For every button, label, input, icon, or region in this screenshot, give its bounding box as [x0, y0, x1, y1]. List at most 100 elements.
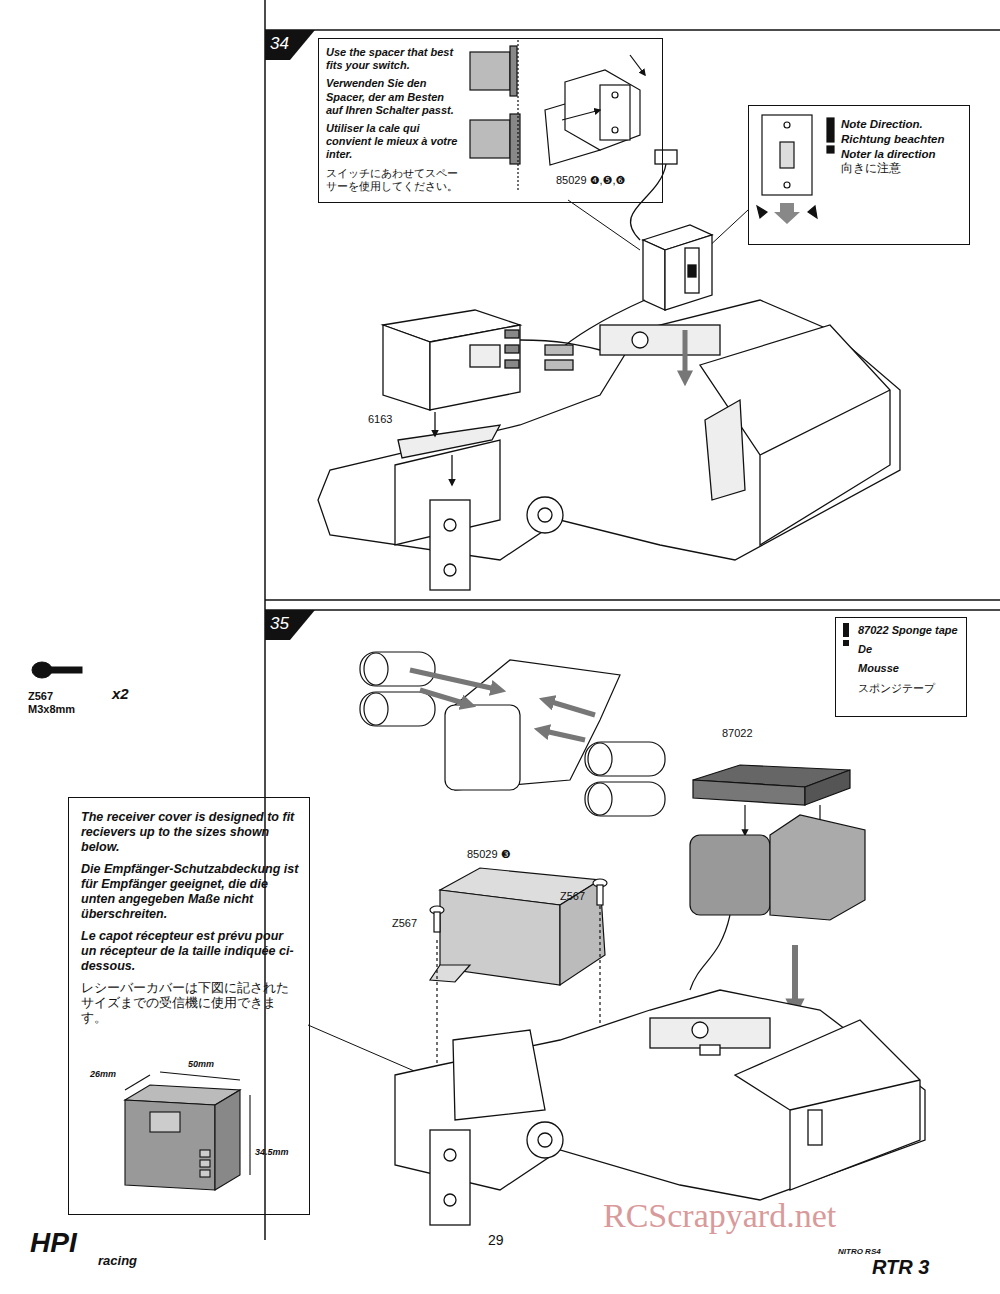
receiver-drawing — [505, 345, 519, 353]
receiver-size-drawing — [200, 1150, 210, 1157]
note-text: レシーバーカバーは下図に記されたサイズまでの受信機に使用できます。 — [81, 981, 299, 1026]
chassis-drawing-35 — [650, 1018, 770, 1048]
chassis-drawing-35 — [538, 1133, 552, 1147]
screw-icon — [32, 662, 52, 678]
receiver-cover-drawing — [434, 912, 440, 932]
receiver-size-drawing — [200, 1170, 210, 1177]
chassis-drawing-35 — [808, 1110, 822, 1145]
spacer-drawing — [600, 85, 630, 140]
page-number: 29 — [488, 1233, 504, 1248]
quantity: x2 — [112, 686, 129, 703]
warning-symbol — [843, 623, 849, 637]
part-number: Z567 — [560, 890, 585, 902]
receiver-size-drawing — [249, 1095, 250, 1175]
sponge-and-pack-drawing — [690, 835, 770, 915]
product-logo: RTR 3 — [872, 1256, 929, 1278]
switch-direction-drawing — [784, 182, 790, 188]
receiver-size-drawing — [215, 1090, 240, 1190]
switch-direction-drawing — [784, 122, 790, 128]
switch-drawing — [665, 235, 712, 310]
part-number: Z567 — [28, 690, 53, 702]
leader-line — [568, 200, 640, 250]
note-text: Noter la direction — [841, 148, 963, 162]
step-tab — [265, 30, 315, 640]
battery-drawing — [585, 742, 665, 776]
chassis-drawing-35 — [692, 1022, 708, 1038]
chassis-drawing — [318, 300, 900, 590]
product-logo: NITRO RS4 — [838, 1248, 881, 1257]
receiver-drawing — [470, 345, 500, 367]
note-text: The receiver cover is designed to fit re… — [81, 810, 299, 855]
switch-direction-drawing — [762, 115, 812, 195]
step-number: 34 — [270, 35, 289, 54]
battery-drawing — [588, 783, 612, 815]
battery-drawing — [420, 690, 470, 705]
part-number: 6163 — [368, 413, 392, 425]
switch-drawing — [643, 240, 665, 310]
screw-icon — [32, 662, 82, 678]
step-tab — [265, 30, 315, 60]
chassis-drawing-35 — [700, 1045, 720, 1055]
chassis-drawing — [444, 564, 456, 576]
spacer-drawing — [510, 46, 517, 96]
switch-direction-drawing — [808, 206, 817, 218]
note-text: 向きに注意 — [841, 162, 963, 176]
battery-drawing — [360, 652, 435, 686]
page-frame — [265, 599, 1000, 601]
receiver-size-drawing — [125, 1075, 150, 1090]
switch-direction-drawing — [780, 142, 794, 168]
sponge-and-pack-drawing — [690, 915, 730, 990]
chassis-drawing-35 — [395, 990, 925, 1225]
switch-drawing — [520, 150, 712, 380]
receiver-cover-drawing — [430, 965, 470, 982]
battery-drawing — [360, 652, 665, 816]
sponge-and-pack-drawing — [744, 805, 745, 835]
battery-drawing — [410, 670, 500, 690]
receiver-cover-drawing — [560, 880, 605, 985]
chassis-drawing-35 — [444, 1149, 456, 1161]
part-number: 85029 ❹,❺,❻ — [556, 174, 625, 186]
spacer-drawing — [517, 40, 518, 190]
battery-drawing — [588, 743, 612, 775]
sponge-and-pack-drawing — [805, 770, 850, 805]
screw-icon — [50, 667, 82, 673]
warning-symbol — [843, 640, 849, 646]
switch-drawing — [545, 345, 573, 355]
note-text: Utiliser la cale qui convient le mieux à… — [326, 122, 462, 162]
note-text: Die Empfänger-Schutzabdeckung ist für Em… — [81, 862, 299, 922]
switch-drawing — [545, 360, 573, 370]
page-frame — [265, 29, 1000, 31]
page-frame — [265, 0, 1000, 1240]
note-text: Richtung beachten — [841, 133, 963, 147]
battery-drawing — [364, 693, 388, 725]
receiver-size-drawing — [150, 1112, 180, 1132]
battery-drawing — [360, 692, 435, 726]
step-number: 35 — [270, 615, 289, 634]
battery-drawing — [364, 653, 388, 685]
note-box: 87022 Sponge tapeDeMousseスポンジテープ — [835, 617, 967, 717]
switch-drawing — [683, 330, 688, 380]
chassis-drawing — [600, 325, 720, 355]
sponge-and-pack-drawing — [693, 780, 805, 805]
receiver-size-drawing — [160, 1072, 240, 1080]
battery-drawing — [540, 730, 585, 740]
spacer-drawing — [470, 52, 510, 90]
switch-direction-drawing — [827, 118, 834, 142]
note-text: Verwenden Sie den Spacer, der am Besten … — [326, 77, 462, 117]
chassis-drawing — [760, 390, 890, 455]
leader-line — [308, 200, 748, 1080]
watermark: RCScrapyard.net — [603, 1197, 836, 1234]
switch-drawing — [685, 248, 699, 293]
battery-drawing — [545, 700, 595, 715]
sponge-and-pack-drawing — [690, 765, 865, 1010]
dimension: 26mm — [90, 1070, 116, 1080]
switch-drawing — [655, 150, 677, 164]
chassis-drawing — [538, 508, 552, 522]
dimension: 34.5mm — [255, 1148, 289, 1158]
switch-drawing — [688, 265, 696, 277]
chassis-drawing — [700, 325, 890, 545]
receiver-drawing — [451, 455, 452, 485]
switch-direction-drawing — [757, 206, 767, 218]
